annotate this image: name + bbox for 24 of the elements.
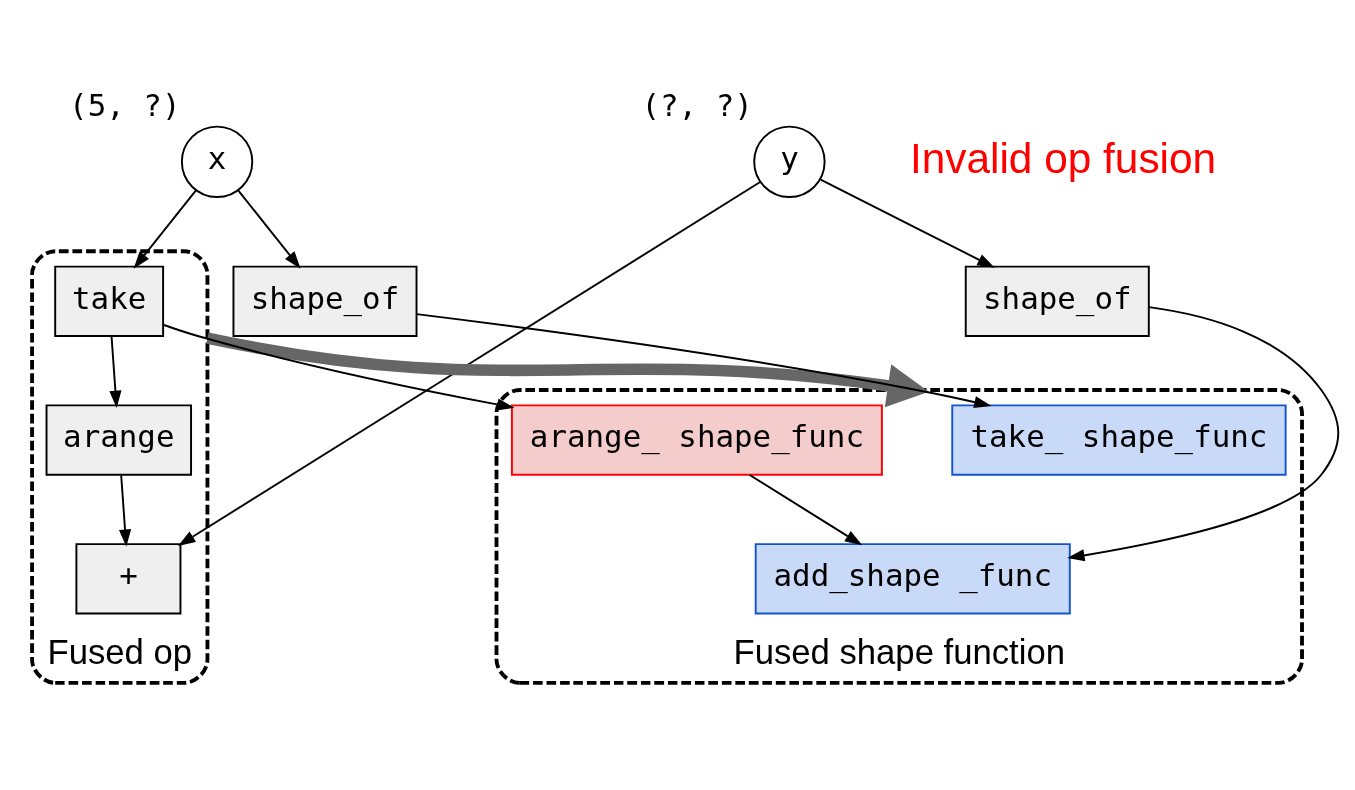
node-box: take [54, 265, 165, 337]
node-box: add_shape _func [754, 543, 1071, 615]
node-box: + [75, 543, 182, 615]
arrow [415, 313, 992, 409]
arrow [206, 332, 929, 408]
arrow [163, 324, 515, 411]
node-circle: x [180, 125, 254, 198]
arrow [109, 335, 122, 409]
node-label: (5, ?) [69, 87, 181, 124]
label: Invalid op fusion [909, 134, 1217, 182]
arrow [119, 474, 132, 547]
arrow [133, 189, 197, 269]
node-box: shape_of [964, 265, 1150, 337]
node-box: take_ shape_func [951, 404, 1287, 476]
arrow [237, 189, 301, 269]
node-label: (?, ?) [641, 87, 753, 124]
node-box: arange_ shape_func [510, 404, 883, 476]
arrow [1067, 306, 1340, 562]
node-box: shape_of [232, 265, 418, 337]
arrow [748, 474, 863, 546]
node-box: arange [45, 404, 193, 476]
arrow [178, 181, 762, 546]
arrow [819, 178, 995, 268]
node-circle: y [753, 125, 826, 198]
